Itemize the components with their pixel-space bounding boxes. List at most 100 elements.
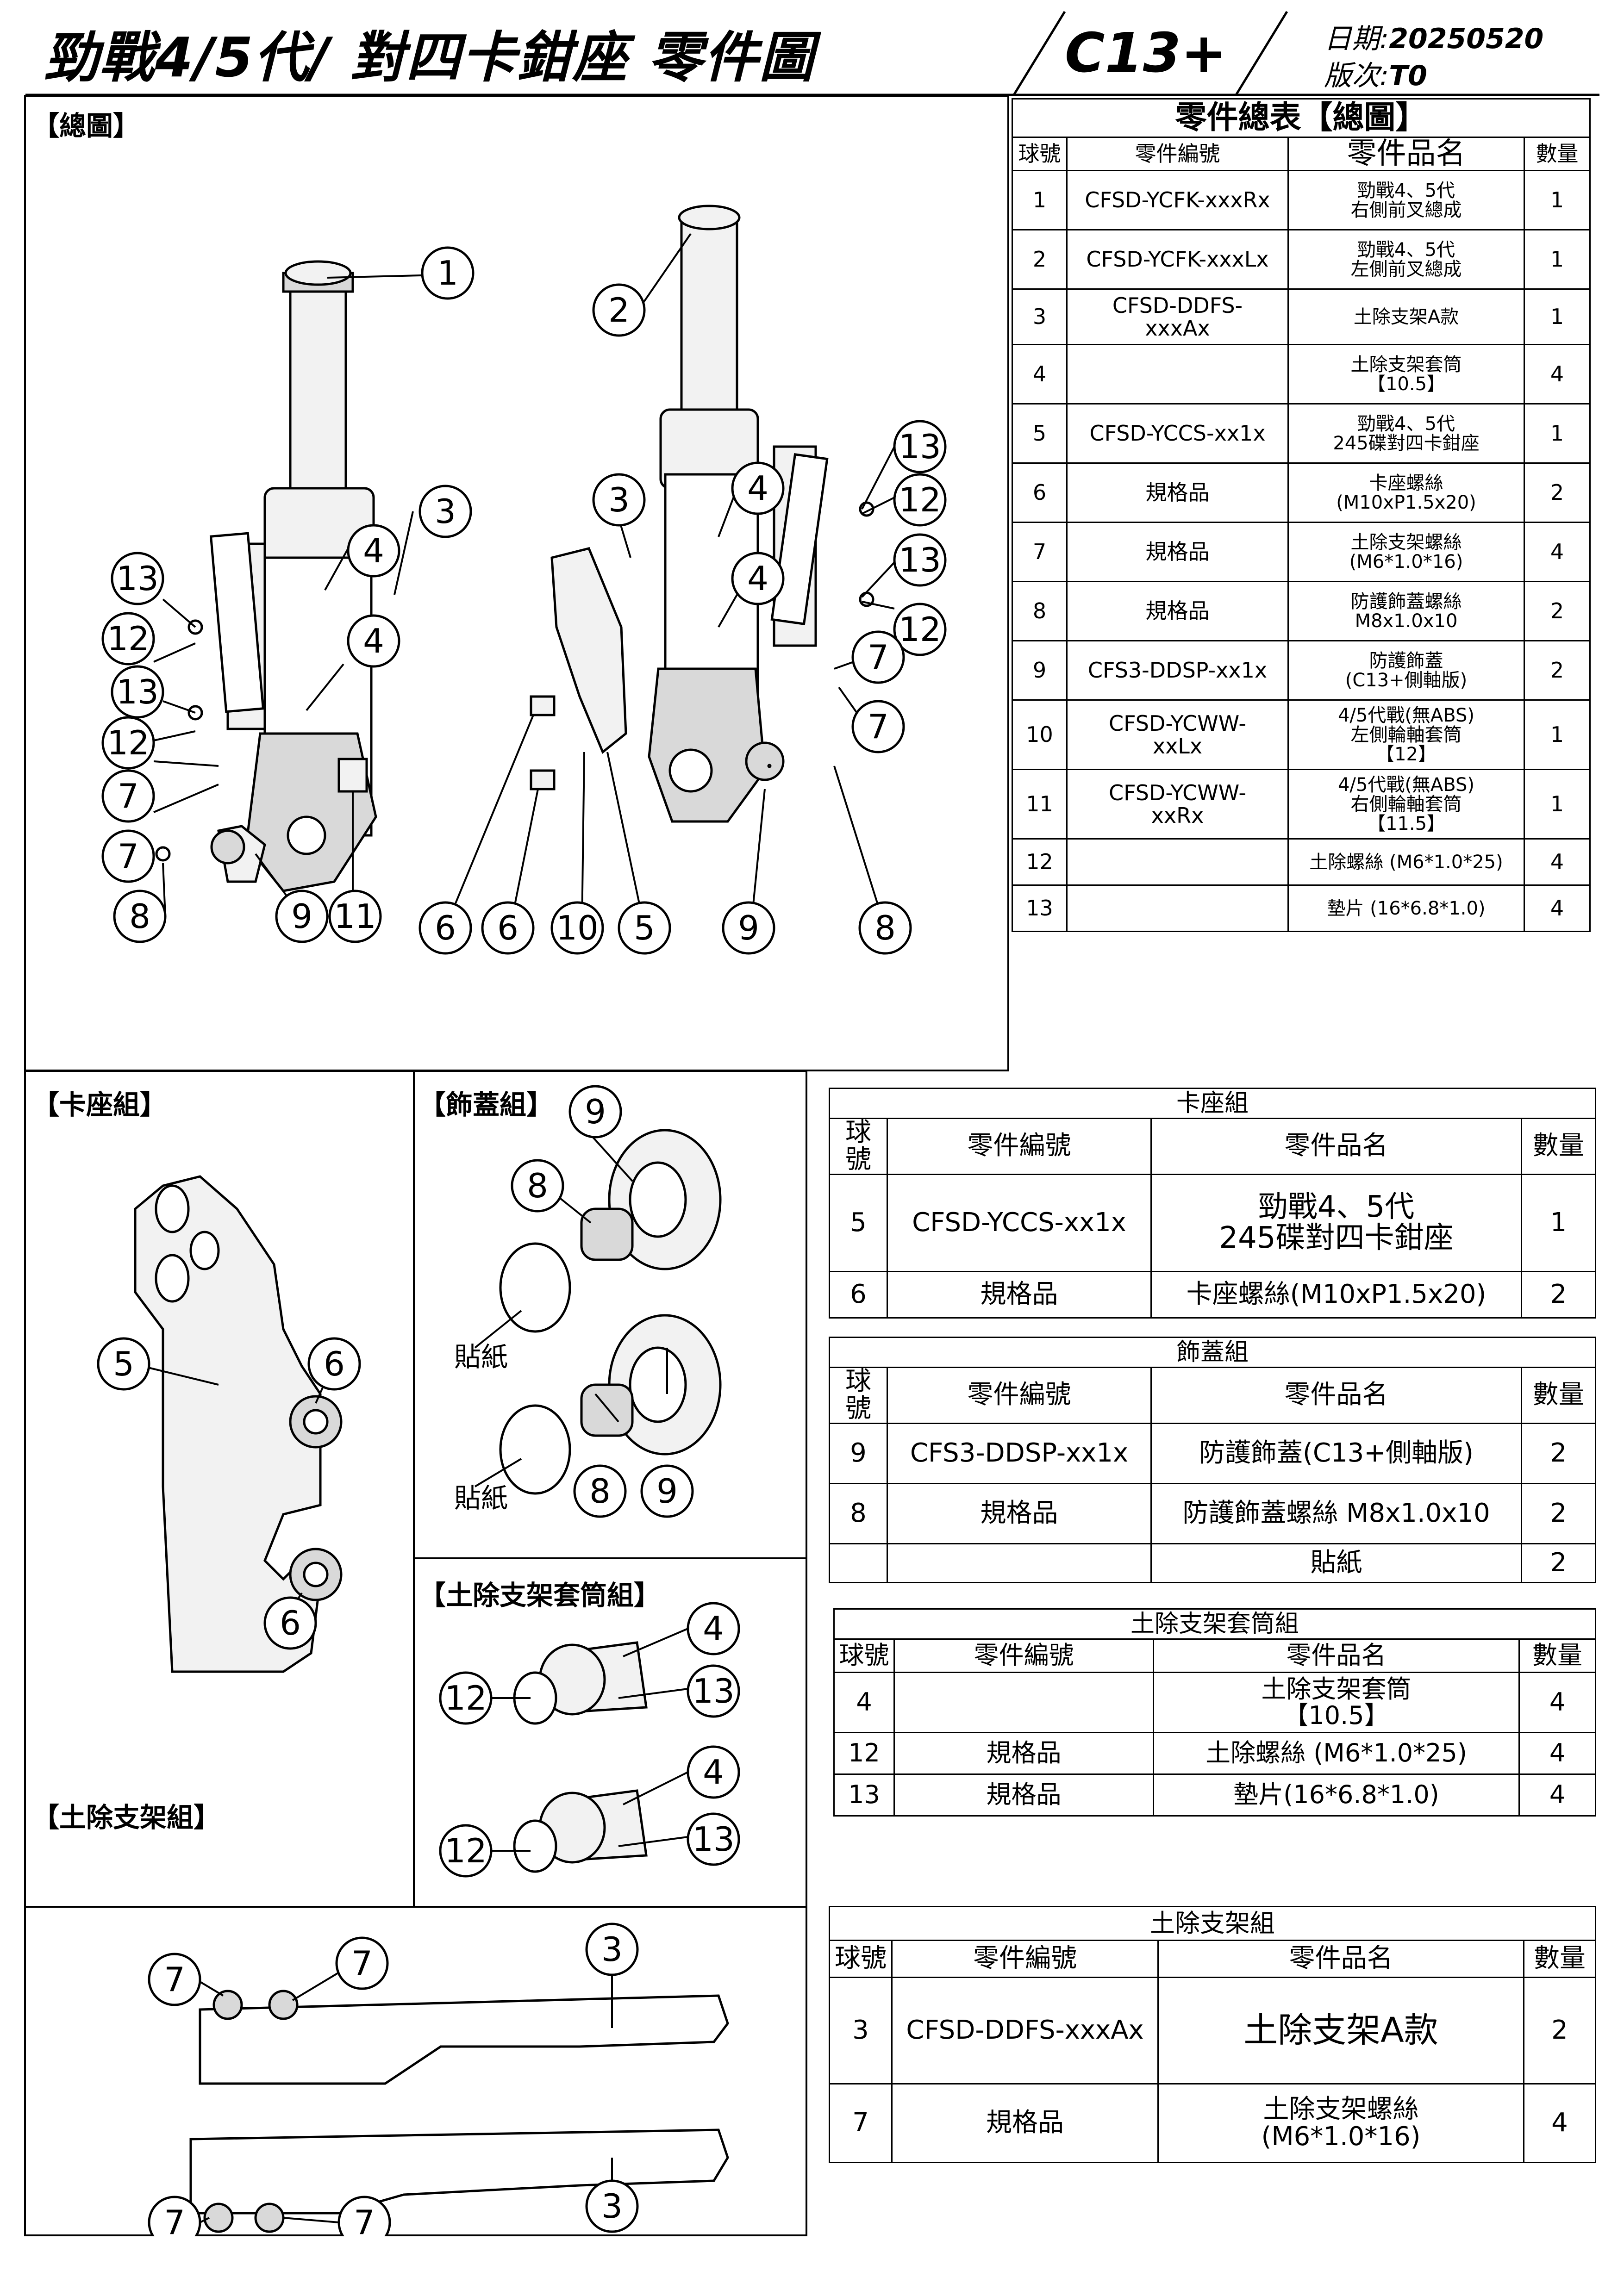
- svg-text:7: 7: [118, 837, 139, 876]
- header-cell: 數量: [1524, 137, 1591, 171]
- part-name-cell: 土除支架A款: [1157, 1977, 1524, 2084]
- bubble: 4: [687, 1745, 740, 1799]
- sleeve-drawing: 4 13 12 4 13 12: [439, 1602, 740, 1878]
- bubble: 12: [893, 473, 947, 527]
- ball-number-cell: 5: [829, 1173, 888, 1272]
- part-number-cell: CFSD-YCFK-xxxRx: [1066, 170, 1289, 230]
- ball-number-cell: 13: [833, 1773, 895, 1817]
- page-title: 勁戰4/5代/ 對四卡鉗座 零件圖: [44, 25, 815, 89]
- bubble: 9: [722, 901, 775, 955]
- ball-number-cell: 2: [1012, 229, 1068, 290]
- bubble: 13: [687, 1812, 740, 1866]
- ball-number-cell: 4: [1012, 344, 1068, 404]
- bubble: 8: [113, 890, 167, 943]
- part-name-cell: 勁戰4、5代 右側前叉總成: [1287, 170, 1525, 230]
- part-name-cell: 卡座螺絲(M10xP1.5x20): [1150, 1270, 1522, 1319]
- quantity-cell: 4: [1518, 1672, 1596, 1733]
- bubble: 5: [97, 1337, 150, 1391]
- quantity-cell: 1: [1524, 769, 1591, 840]
- bubble: 13: [111, 665, 164, 719]
- date-label: 日期:: [1324, 23, 1389, 55]
- part-name-cell: 4/5代戰(無ABS) 左側輪軸套筒 【12】: [1287, 699, 1525, 770]
- bubble: 13: [111, 552, 164, 605]
- header-cell: 球號: [829, 1940, 893, 1978]
- part-name-cell: 土除支架螺絲 (M6*1.0*16): [1287, 522, 1525, 582]
- bubble: 7: [101, 829, 155, 883]
- bubble: 6: [481, 901, 535, 955]
- header-cell: 數量: [1521, 1118, 1596, 1175]
- version-info: 版次:T0: [1324, 53, 1427, 93]
- bubble: 12: [101, 716, 155, 770]
- date-info: 日期:20250520: [1324, 16, 1543, 56]
- part-number-cell: 規格品: [893, 1732, 1154, 1775]
- svg-text:7: 7: [118, 777, 139, 815]
- cover-drawing: 9 8 8 9 貼紙 貼紙: [454, 1085, 722, 1518]
- bubble: 9: [640, 1464, 694, 1518]
- header-cell: 零件編號: [887, 1118, 1152, 1175]
- quantity-cell: 4: [1524, 884, 1591, 932]
- svg-text:6: 6: [497, 908, 518, 947]
- part-number-cell: 規格品: [1066, 462, 1289, 523]
- svg-text:6: 6: [324, 1344, 345, 1383]
- part-number-cell: 規格品: [887, 1482, 1152, 1544]
- svg-text:7: 7: [351, 1944, 373, 1983]
- part-number-cell: CFS3-DDSP-xx1x: [887, 1422, 1152, 1484]
- bubble: 3: [418, 485, 472, 538]
- part-name-cell: 墊片(16*6.8*1.0): [1153, 1773, 1520, 1817]
- svg-text:9: 9: [585, 1092, 606, 1131]
- svg-text:4: 4: [363, 531, 384, 570]
- cover-table-caption: 飾蓋組: [829, 1337, 1596, 1367]
- header-cell: 零件品名: [1150, 1118, 1522, 1175]
- part-name-cell: 4/5代戰(無ABS) 右側輪軸套筒 【11.5】: [1287, 769, 1525, 840]
- sleeve-table-caption: 土除支架套筒組: [833, 1608, 1596, 1638]
- ball-number-cell: 4: [833, 1672, 895, 1733]
- svg-text:13: 13: [899, 427, 941, 466]
- quantity-cell: 1: [1524, 288, 1591, 345]
- svg-text:13: 13: [692, 1672, 735, 1711]
- svg-text:4: 4: [703, 1609, 724, 1648]
- bubble: 13: [893, 420, 947, 473]
- svg-text:7: 7: [868, 638, 889, 677]
- part-number-cell: CFSD-YCCS-xx1x: [1066, 403, 1289, 464]
- lower-left-frame: [24, 1070, 807, 2236]
- bubble: 8: [573, 1464, 627, 1518]
- ball-number-cell: 10: [1012, 699, 1068, 770]
- overview-bubbles: 1 2 3 3 4 4 4 4 13 12 13 12 7 7 8 9 11 6…: [101, 246, 947, 955]
- svg-text:12: 12: [444, 1679, 487, 1717]
- svg-text:4: 4: [363, 622, 384, 660]
- ball-number-cell: 9: [829, 1422, 888, 1484]
- overview-drawing: [153, 205, 895, 928]
- ball-number-cell: 11: [1012, 769, 1068, 840]
- svg-text:2: 2: [608, 291, 630, 330]
- svg-text:7: 7: [354, 2203, 375, 2236]
- svg-text:9: 9: [291, 897, 312, 936]
- quantity-cell: 2: [1521, 1482, 1596, 1544]
- caliper-label: 【卡座組】: [32, 1089, 167, 1120]
- svg-text:13: 13: [116, 559, 159, 598]
- quantity-cell: 4: [1524, 838, 1591, 886]
- part-number-cell: [1066, 344, 1289, 404]
- part-number-cell: CFS3-DDSP-xx1x: [1066, 640, 1289, 701]
- bubble: 13: [687, 1664, 740, 1718]
- header-cell: 球號: [833, 1638, 895, 1673]
- svg-text:1: 1: [437, 254, 458, 292]
- bubble: 4: [731, 461, 785, 515]
- bubble: 7: [851, 630, 905, 684]
- header-cell: 零件編號: [891, 1940, 1159, 1978]
- bubble: 3: [585, 1923, 639, 1976]
- part-number-cell: 規格品: [1066, 522, 1289, 582]
- bubble: 11: [328, 890, 382, 943]
- svg-text:4: 4: [747, 559, 768, 598]
- part-number-cell: [887, 1543, 1152, 1583]
- svg-text:12: 12: [444, 1831, 487, 1870]
